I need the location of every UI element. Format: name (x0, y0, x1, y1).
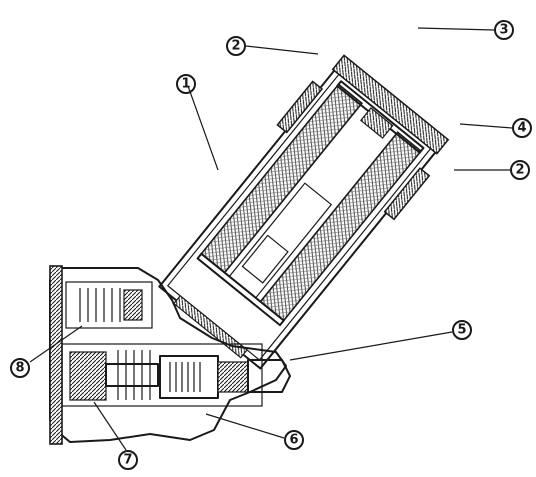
outlet-spring (117, 350, 151, 400)
relief-valve-spring (169, 362, 201, 392)
callout-2-lower-label: 2 (515, 163, 524, 178)
callout-2-upper: 2 (226, 36, 246, 56)
outlet-valve-chamber (61, 343, 263, 407)
mounting-flange (49, 265, 63, 445)
leader-3 (417, 27, 495, 31)
leader-5 (289, 331, 453, 361)
outlet-valve-stem (105, 363, 159, 387)
callout-5: 5 (452, 320, 472, 340)
callout-8: 8 (10, 358, 30, 378)
outlet-nozzle (247, 359, 291, 393)
leader-4 (459, 123, 513, 129)
clamp-band-lower (383, 167, 431, 221)
leader-7 (93, 401, 127, 451)
callout-2-lower: 2 (510, 160, 530, 180)
callout-4: 4 (512, 118, 532, 138)
clamp-band-upper (276, 80, 324, 134)
leader-1 (187, 85, 219, 171)
relief-valve-cap (217, 361, 249, 393)
housing-neck (173, 294, 248, 359)
callout-1: 1 (176, 74, 196, 94)
centre-tube (228, 182, 333, 299)
callout-4-label: 4 (517, 121, 526, 136)
callout-3: 3 (494, 20, 514, 40)
callout-8-label: 8 (15, 361, 24, 376)
housing-end-cap (331, 54, 450, 155)
leader-lines (29, 27, 513, 451)
callout-5-label: 5 (457, 323, 466, 338)
callout-6-label: 6 (289, 433, 298, 448)
bypass-spring (79, 288, 121, 322)
leader-8 (29, 325, 83, 363)
callout-3-label: 3 (499, 23, 508, 38)
callout-6: 6 (284, 430, 304, 450)
element-retainer (359, 107, 394, 139)
centre-tube-window (241, 234, 289, 284)
leader-2a (245, 45, 319, 55)
bypass-valve-chamber (65, 281, 153, 329)
callout-2-upper-label: 2 (231, 39, 240, 54)
callout-1-label: 1 (181, 77, 190, 92)
filter-head (49, 265, 291, 445)
filter-housing (158, 54, 450, 370)
callout-7: 7 (118, 450, 138, 470)
leader-6 (205, 413, 285, 439)
outlet-valve-seat (69, 351, 107, 401)
callout-7-label: 7 (123, 453, 132, 468)
bypass-valve-poppet (123, 289, 143, 321)
callouts: 1 2 2 3 4 5 6 7 (10, 20, 532, 470)
relief-valve-body (159, 355, 219, 399)
